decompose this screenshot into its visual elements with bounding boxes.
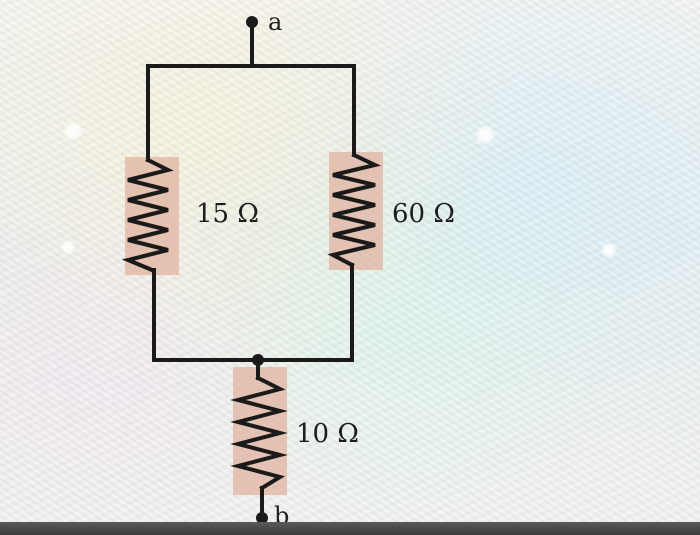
monitor-bezel — [0, 522, 700, 535]
junction-dot — [252, 354, 264, 366]
glare-spot — [60, 240, 76, 254]
terminal-a-dot — [246, 16, 258, 28]
resistor-left-label: 15 Ω — [196, 199, 259, 229]
glare-spot — [62, 122, 84, 140]
resistor-right-zigzag — [327, 152, 381, 268]
terminal-b-dot — [256, 512, 268, 524]
resistor-right-label: 60 Ω — [392, 199, 455, 229]
glare-spot — [474, 126, 496, 144]
resistor-series-label: 10 Ω — [296, 419, 359, 449]
resistor-series-zigzag — [230, 375, 288, 491]
glare-spot — [600, 243, 618, 257]
terminal-a-label: a — [268, 8, 283, 36]
resistor-left-zigzag — [121, 157, 174, 273]
